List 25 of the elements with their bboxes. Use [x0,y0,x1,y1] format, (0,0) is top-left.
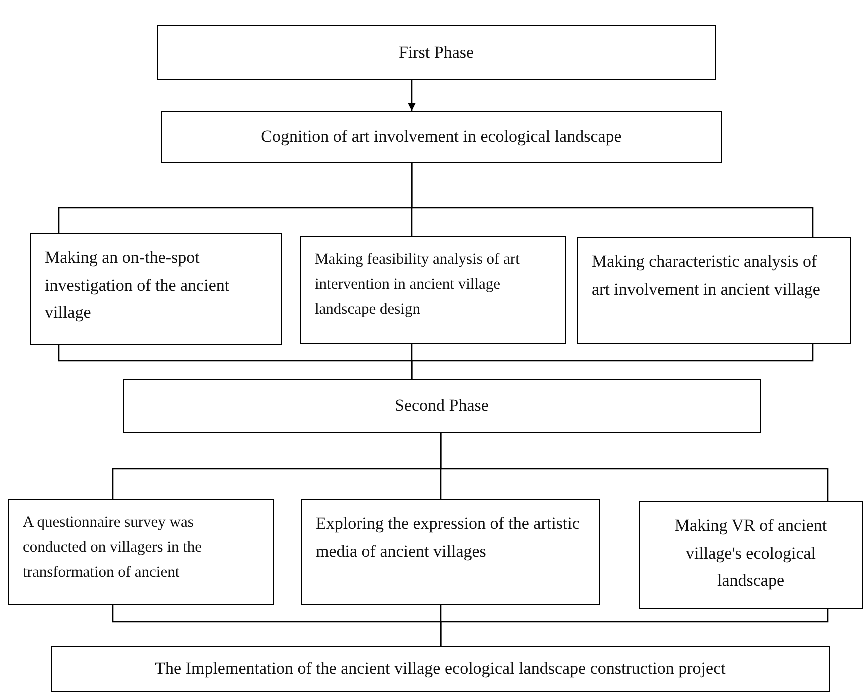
connector-line [440,433,829,501]
box-text: Second Phase [394,395,490,418]
arrow [408,80,416,111]
process-box [157,25,716,80]
connector-line [411,344,814,379]
connector-line [411,163,814,237]
process-box [51,646,830,692]
box-text: A questionnaire survey was conducted on villagers in the transformation of ancient [23,513,204,584]
box-text: Making characteristic analysis of art involvement in ancient village [592,251,822,301]
process-box [301,499,600,605]
process-box [123,379,761,433]
box-text: Exploring the expression of the artistic media of ancient villages [316,513,581,563]
process-box [577,237,851,344]
process-box [30,233,282,345]
process-box [161,111,722,163]
process-box [300,236,566,344]
process-box [8,499,274,605]
box-text: The Implementation of the ancient village ecological landscape construction project [154,658,727,680]
connector-line [440,609,829,646]
box-text: Making an on-the-spot investigation of the ancient village [45,247,231,324]
process-box [639,501,863,609]
box-text: Making VR of ancient village's ecological landscape [674,515,828,592]
box-text: Cognition of art involvement in ecological landscape [260,126,623,148]
box-text: Making feasibility analysis of art intervention in ancient village landscape design [315,250,521,320]
box-text: First Phase [398,42,476,64]
